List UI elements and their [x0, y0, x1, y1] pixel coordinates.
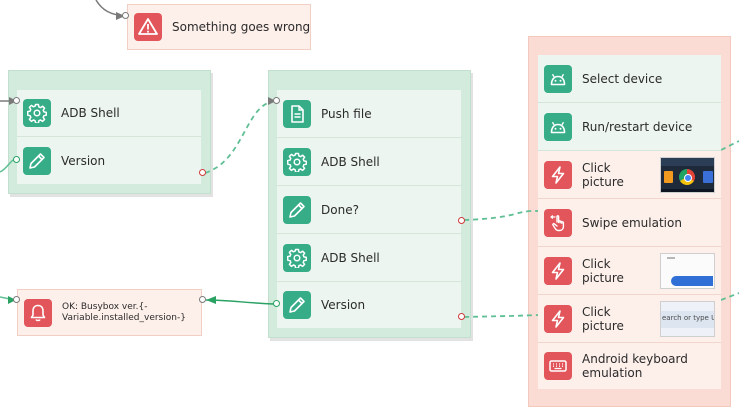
input-port[interactable]: [13, 156, 20, 163]
run-restart-label: Run/restart device: [582, 119, 693, 134]
input-port[interactable]: [122, 12, 129, 19]
lightning-icon: [544, 256, 572, 285]
keyboard-label: Android keyboard emulation: [582, 352, 688, 380]
arrow-version2-to-ok: [206, 296, 216, 304]
lightning-icon: [544, 160, 572, 189]
output-port[interactable]: [199, 169, 206, 176]
version-node-2[interactable]: Version: [277, 282, 461, 328]
version-node-1[interactable]: Version: [17, 137, 201, 184]
lightning-icon: [544, 304, 572, 333]
wire-version2-to-click-picture: [463, 314, 539, 318]
thumbnail-text: earch or type U: [662, 314, 715, 322]
wire-version1-to-push-file: [204, 100, 276, 174]
wire-done-to-swipe: [463, 210, 539, 221]
adb-shell-label: ADB Shell: [321, 250, 380, 265]
error-node[interactable]: Something goes wrong: [127, 4, 311, 50]
pencil-icon: [283, 195, 311, 224]
wire-version2-to-ok-message: [205, 299, 276, 305]
click-picture-thumbnail: [660, 253, 715, 289]
version-label: Version: [321, 298, 366, 312]
ok-message-label: OK: Busybox ver.{-Variable.installed_ver…: [62, 301, 186, 323]
android-icon: [544, 112, 572, 141]
pencil-icon: [283, 291, 311, 319]
output-port[interactable]: [458, 313, 465, 320]
select-device-node[interactable]: Select device: [538, 55, 721, 103]
click-picture-node-1[interactable]: Click picture: [538, 151, 721, 199]
android-icon: [544, 64, 572, 93]
input-port[interactable]: [13, 97, 20, 104]
ok-message-node[interactable]: OK: Busybox ver.{-Variable.installed_ver…: [17, 289, 202, 336]
pencil-icon: [23, 146, 51, 175]
adb-shell-label: ADB Shell: [321, 154, 380, 169]
input-port[interactable]: [273, 97, 280, 104]
run-restart-node[interactable]: Run/restart device: [538, 103, 721, 151]
gear-icon: [283, 243, 311, 272]
done-node[interactable]: Done?: [277, 186, 461, 234]
adb-shell-label: ADB Shell: [61, 106, 120, 120]
swipe-label: Swipe emulation: [582, 215, 682, 230]
touch-swipe-icon: [544, 208, 572, 237]
click-picture-thumbnail: earch or type U: [660, 301, 715, 337]
bell-icon: [24, 298, 52, 327]
input-port[interactable]: [273, 300, 280, 307]
keyboard-node[interactable]: Android keyboard emulation: [538, 343, 721, 389]
output-port[interactable]: [199, 296, 206, 303]
gear-icon: [283, 147, 311, 176]
output-port[interactable]: [458, 217, 465, 224]
push-file-node[interactable]: Push file: [277, 90, 461, 138]
push-file-label: Push file: [321, 106, 372, 121]
click-picture-thumbnail: [660, 157, 715, 193]
select-device-label: Select device: [582, 71, 663, 86]
swipe-node[interactable]: Swipe emulation: [538, 199, 721, 247]
adb-shell-node-1[interactable]: ADB Shell: [17, 90, 201, 137]
click-picture-node-3[interactable]: Click picture earch or type U: [538, 295, 721, 343]
adb-shell-node-2[interactable]: ADB Shell: [277, 138, 461, 186]
click-picture-node-2[interactable]: Click picture: [538, 247, 721, 295]
done-label: Done?: [321, 202, 359, 217]
keyboard-icon: [544, 352, 572, 380]
click-picture-label: Click picture: [582, 304, 624, 333]
error-node-label: Something goes wrong: [172, 20, 311, 34]
gear-icon: [23, 99, 51, 127]
version-label: Version: [61, 153, 106, 168]
warning-icon: [134, 13, 162, 41]
file-icon: [283, 99, 311, 128]
input-port[interactable]: [13, 296, 20, 303]
adb-shell-node-3[interactable]: ADB Shell: [277, 234, 461, 282]
click-picture-label: Click picture: [582, 160, 624, 189]
click-picture-label: Click picture: [582, 256, 624, 285]
